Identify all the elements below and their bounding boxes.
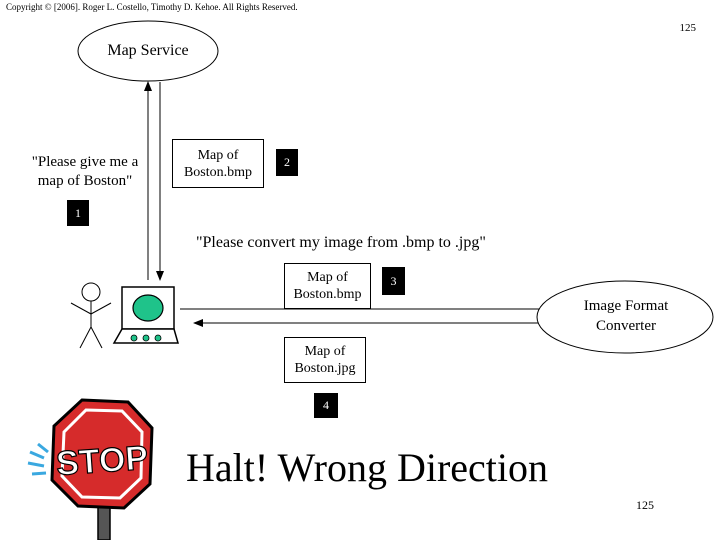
halt-message: Halt! Wrong Direction [186, 445, 548, 490]
step-2-badge: 2 [276, 149, 298, 176]
page-number-top: 125 [679, 22, 697, 34]
stop-sign-text: STOP [55, 439, 149, 483]
copyright-notice: Copyright © [2006]. Roger L. Costello, T… [6, 2, 298, 12]
map-of-boston-bmp-box-2: Map of Boston.bmp [284, 263, 371, 309]
request-quote: "Please give me a map of Boston" [31, 154, 139, 189]
step-1-badge: 1 [67, 200, 89, 226]
person-icon [70, 282, 112, 349]
step-3-badge: 3 [382, 267, 405, 295]
image-format-converter-label: Image Format Converter [583, 298, 669, 334]
convert-quote: "Please convert my image from .bmp to .j… [196, 234, 486, 251]
map-service-label: Map Service [107, 42, 189, 59]
stop-sign-icon: STOP [27, 398, 154, 540]
map-of-boston-bmp-box: Map of Boston.bmp [172, 139, 264, 188]
computer-icon [112, 286, 179, 344]
page-number-bottom: 125 [636, 498, 654, 512]
step-4-badge: 4 [314, 393, 338, 418]
map-of-boston-jpg-box: Map of Boston.jpg [284, 337, 366, 383]
image-format-converter-ellipse [536, 280, 714, 354]
